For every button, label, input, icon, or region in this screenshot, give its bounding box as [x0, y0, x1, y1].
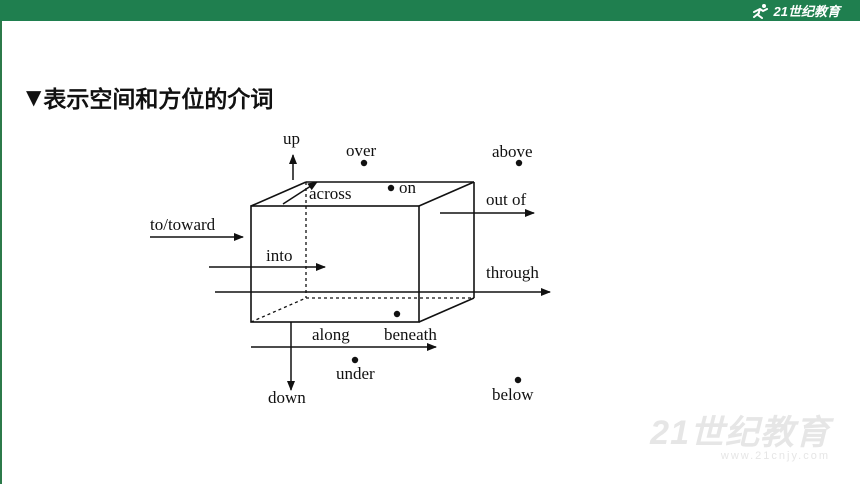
box-edges: [250, 181, 475, 323]
heading-title: 表示空间和方位的介词: [43, 87, 274, 113]
watermark: 21世纪教育 www.21cnjy.com: [650, 405, 830, 462]
label-through: through: [486, 263, 539, 282]
box-hidden-edges: [250, 182, 474, 323]
label-into: into: [266, 246, 292, 265]
label-along: along: [312, 325, 350, 344]
across-arrow: [282, 181, 318, 205]
runner-icon: [752, 3, 768, 19]
box-front-face: [250, 205, 420, 323]
logo-text: 21世纪教育: [773, 4, 840, 19]
under-dot: [351, 356, 359, 364]
on-dot: [387, 184, 395, 192]
label-to-toward: to/toward: [150, 215, 216, 234]
label-down: down: [268, 388, 306, 407]
below-dot: [514, 376, 522, 384]
label-beneath: beneath: [384, 325, 437, 344]
left-rule: [0, 21, 2, 484]
watermark-main: 21世纪教育: [650, 414, 830, 452]
label-below: below: [492, 385, 534, 404]
label-across: across: [309, 184, 351, 203]
label-above: above: [492, 142, 533, 161]
over-dot: [360, 159, 368, 167]
watermark-sub: www.21cnjy.com: [720, 450, 830, 462]
above-dot: [515, 159, 523, 167]
beneath-dot: [393, 310, 401, 318]
label-on: on: [399, 178, 417, 197]
top-bar: 21世纪教育: [0, 0, 860, 21]
triangle-marker-icon: ▼: [26, 85, 42, 109]
label-out-of: out of: [486, 190, 526, 209]
label-over: over: [346, 141, 377, 160]
section-heading: ▼ 表示空间和方位的介词: [26, 80, 273, 114]
brand-logo: 21世纪教育: [751, 1, 840, 20]
label-up: up: [283, 129, 300, 148]
label-under: under: [336, 364, 375, 383]
